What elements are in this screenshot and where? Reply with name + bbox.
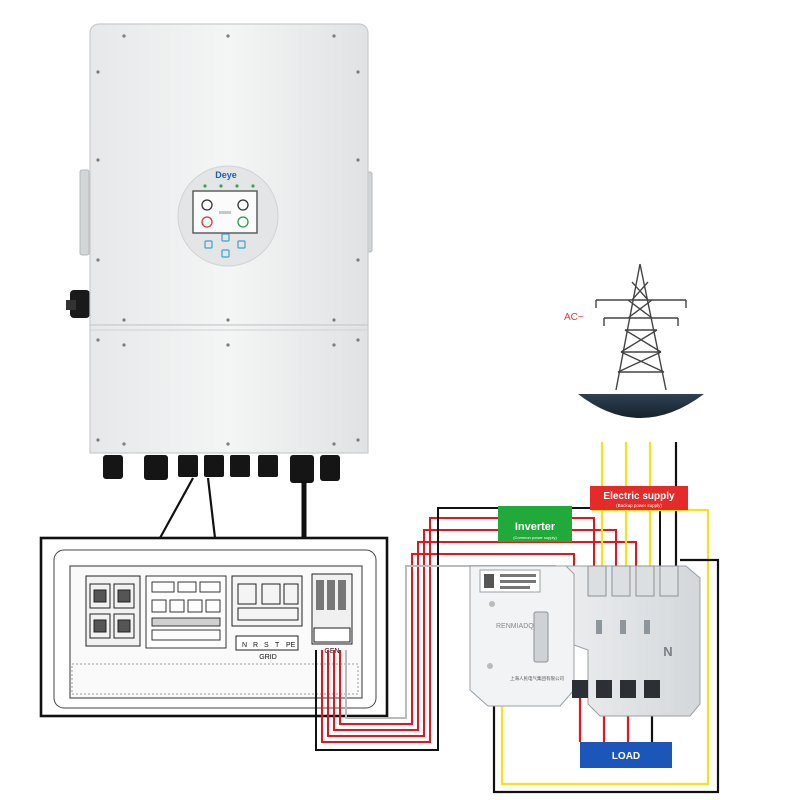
electric-supply-sub: (Backup power supply) [616,503,662,508]
left-handle [79,169,90,256]
brand-logo: Deye [215,170,237,180]
transfer-switch: RENMIADQ 上海人民电气集团有限公司 N [469,565,701,717]
inverter-wire-red-3 [333,541,637,731]
switch-handle [533,611,549,663]
switch-mid-slots [596,620,650,634]
inverter-pe-white [345,565,556,719]
display-screen-icon [192,190,258,234]
grid-terminal-strip: N R S T PE GRID [235,635,299,661]
cable-gland-icon [103,455,340,483]
gen-label: GEN [324,648,339,655]
switch-bottom-terminals [572,680,660,698]
keypad-buttons [204,233,246,258]
inverter-tag-title: Inverter [515,521,556,533]
battery-breaker-block [85,575,141,647]
switch-maker-text: 上海人民电气集团有限公司 [510,675,564,682]
ground-dome-icon [578,394,704,418]
inverter-wire-red-1 [321,517,595,743]
load-label: LOAD [612,751,640,762]
inverter-tag: Inverter (Common power supply) [498,506,572,542]
switch-brand: RENMIADQ [496,623,534,630]
inverter-neutral-black [315,507,661,751]
switch-front-module [469,565,575,707]
ac-label: AC~ [564,312,584,323]
grid-terminal-t: T [275,642,280,649]
case-screws [96,34,360,446]
inverter-tag-sub: (Common power supply) [513,535,557,540]
grid-terminal-pe: PE [286,642,296,649]
inverter-lower-case [89,324,369,454]
electric-supply-title: Electric supply [603,491,675,502]
power-tower-icon [595,263,687,391]
inverter-wire-red-2 [327,529,617,737]
electric-supply-tag: Electric supply (Backup power supply) [590,486,688,510]
terminal-detail-panel: N R S T PE GRID GEN [39,536,389,718]
load-box: LOAD [580,742,672,768]
zoom-pointer [159,477,217,539]
dc-switch-icon [66,290,90,318]
switch-n-marker: N [663,644,672,659]
load-wire-black [492,558,720,794]
grid-terminal-n: N [242,642,247,649]
grid-label: GRID [259,654,277,661]
inverter-unit: Deye [66,23,373,539]
gen-terminal-strip: GEN [311,573,353,655]
grid-relays [231,575,303,627]
grid-terminal-s: S [264,642,269,649]
control-board [145,575,227,649]
inverter-wire-red-4 [339,553,575,725]
status-leds [203,184,255,188]
switch-top-terminals [587,565,679,597]
grid-terminal-r: R [253,642,258,649]
